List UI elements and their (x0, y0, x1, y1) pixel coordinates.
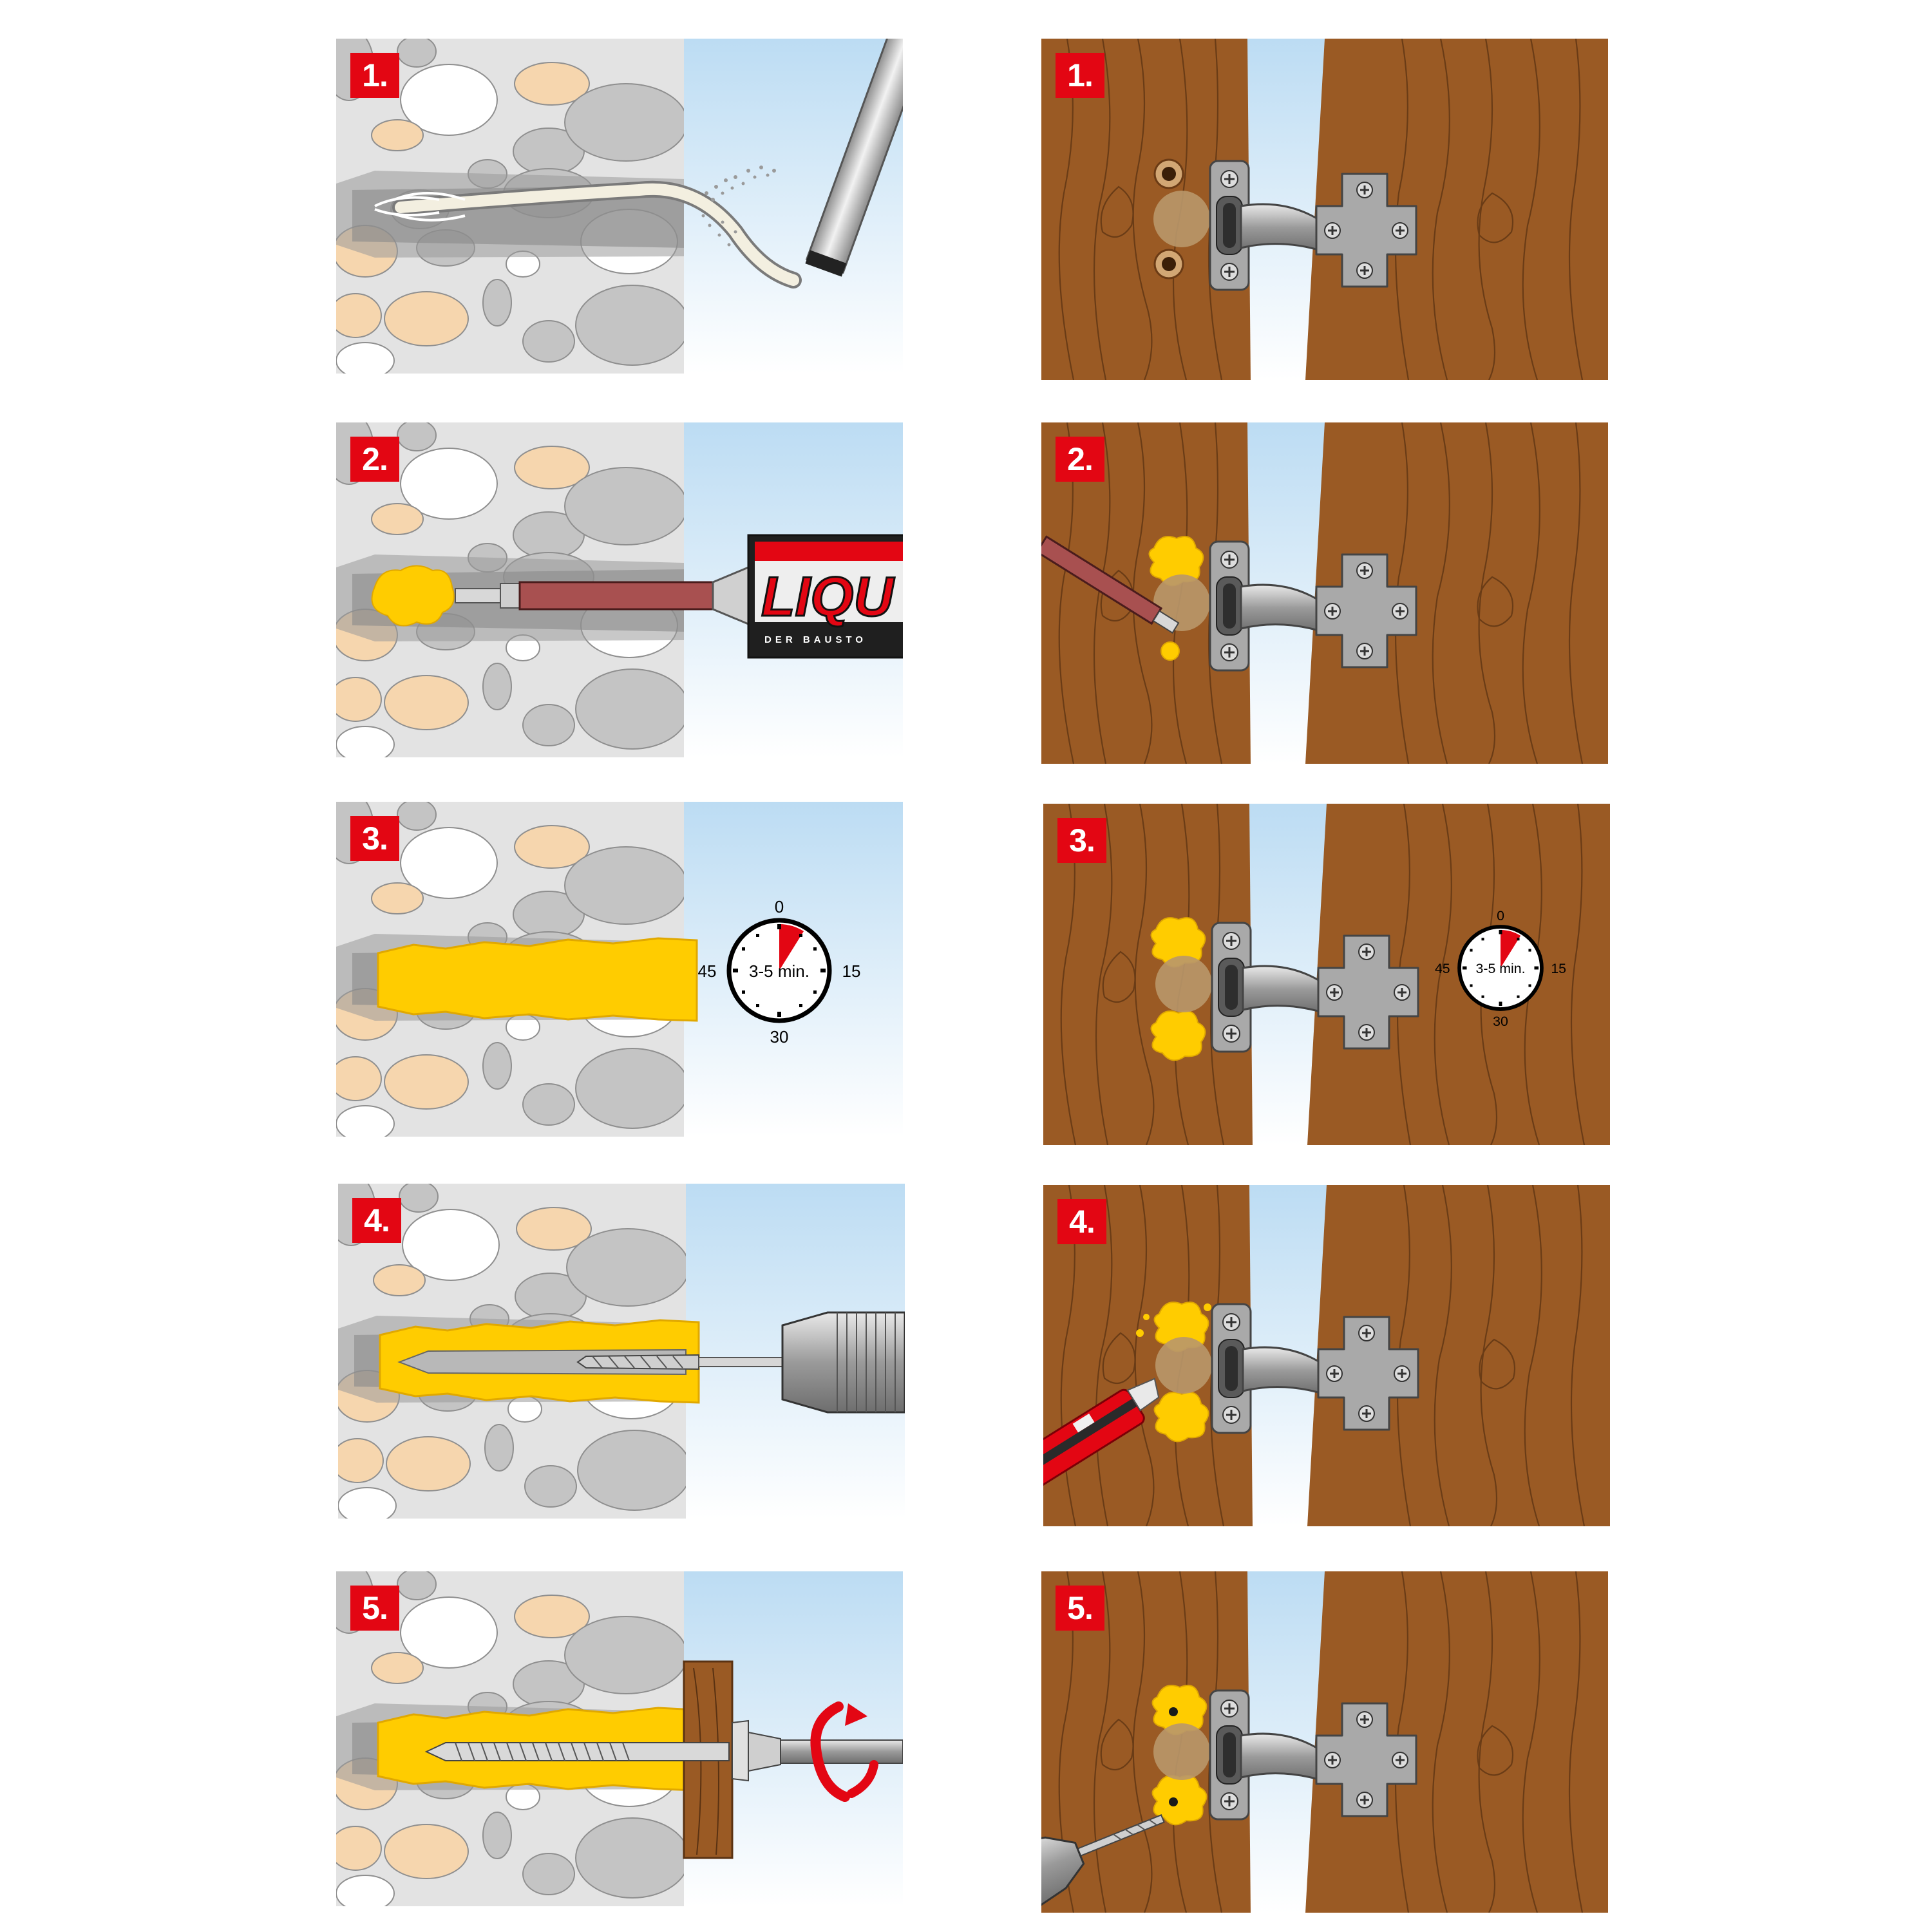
timer-mark-45: 45 (698, 961, 717, 981)
wall-step-3-panel: 3-5 min. 0 15 30 45 3. (336, 802, 903, 1137)
wall-step-3-illustration: 3-5 min. 0 15 30 45 (336, 802, 903, 1137)
timer-mark-15: 15 (842, 961, 861, 981)
cartridge-slogan: DER BAUSTO (764, 634, 867, 645)
step-badge: 5. (1056, 1586, 1104, 1631)
wall-step-2-panel: LIQU DER BAUSTO 2. (336, 422, 903, 757)
wood-step-3-illustration: 3-5 min. 0 15 30 45 (1043, 804, 1610, 1145)
timer-mark-15: 15 (1551, 961, 1566, 976)
wall-step-4-panel: 4. (338, 1184, 905, 1519)
timer-mark-30: 30 (1493, 1014, 1508, 1029)
wood-step-4-illustration (1043, 1185, 1610, 1526)
timer-mark-0: 0 (775, 897, 784, 916)
cure-timer: 3-5 min. 0 15 30 45 (1435, 908, 1566, 1029)
wall-step-2-illustration: LIQU DER BAUSTO (336, 422, 903, 757)
step-badge: 4. (352, 1198, 401, 1243)
wall-step-5-illustration (336, 1571, 903, 1906)
timer-mark-45: 45 (1435, 961, 1450, 976)
wall-step-5-panel: 5. (336, 1571, 903, 1906)
cartridge-brand: LIQU (761, 566, 895, 628)
step-badge: 1. (1056, 53, 1104, 98)
wood-step-5-panel: 5. (1041, 1571, 1608, 1913)
wood-step-4-panel: 4. (1043, 1185, 1610, 1526)
step-badge: 3. (350, 816, 399, 861)
wood-step-2-illustration (1041, 422, 1608, 764)
timer-label: 3-5 min. (1476, 961, 1526, 976)
timer-mark-0: 0 (1497, 908, 1504, 923)
wood-step-5-illustration (1041, 1571, 1608, 1913)
step-badge: 5. (350, 1586, 399, 1631)
cure-timer: 3-5 min. 0 15 30 45 (698, 897, 861, 1046)
wood-step-1-panel: 1. (1041, 39, 1608, 380)
step-badge: 4. (1057, 1199, 1106, 1244)
wood-step-1-illustration (1041, 39, 1608, 380)
wall-step-1-illustration (336, 39, 903, 374)
wood-step-2-panel: 2. (1041, 422, 1608, 764)
wall-step-4-illustration (338, 1184, 905, 1519)
timer-mark-30: 30 (770, 1027, 789, 1046)
timer-label: 3-5 min. (749, 961, 810, 981)
step-badge: 1. (350, 53, 399, 98)
wood-step-3-panel: 3-5 min. 0 15 30 45 3. (1043, 804, 1610, 1145)
step-badge: 2. (1056, 437, 1104, 482)
step-badge: 2. (350, 437, 399, 482)
step-badge: 3. (1057, 818, 1106, 863)
wall-step-1-panel: 1. (336, 39, 903, 374)
